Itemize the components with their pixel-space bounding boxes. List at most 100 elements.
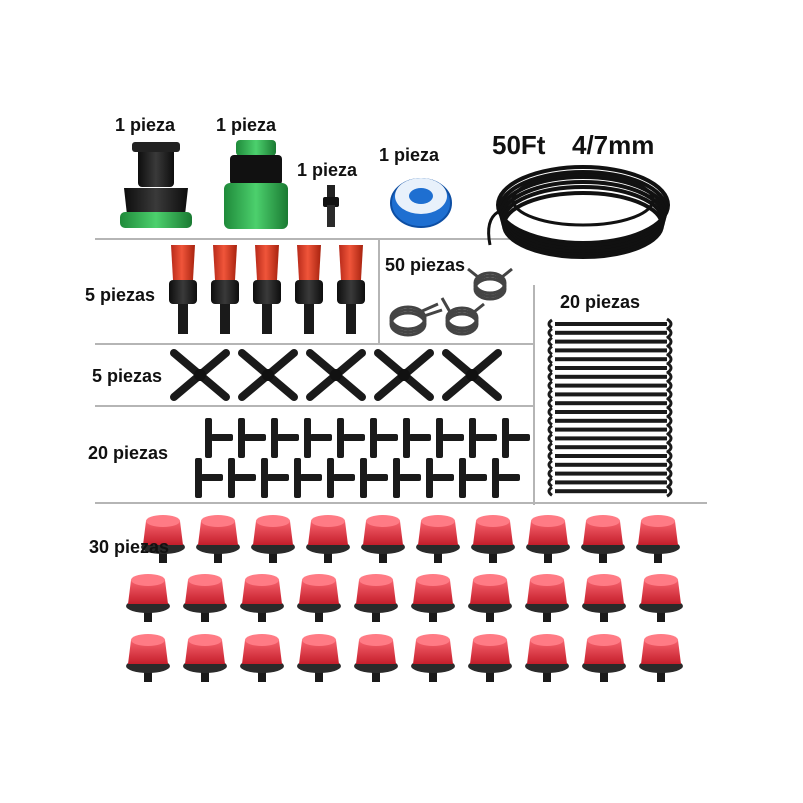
tubing-stake (547, 467, 673, 480)
dripper (183, 634, 227, 682)
dripper (582, 634, 626, 682)
tee-connector (294, 458, 322, 498)
label-tubing-length: 50Ft (492, 130, 546, 160)
tubing-stake (547, 484, 673, 498)
tubing-coil (487, 165, 670, 259)
tubing-stake (547, 476, 673, 489)
dripper (639, 574, 683, 622)
tubing-stake (547, 396, 673, 410)
label-tubing-size: 4/7mm (572, 130, 655, 160)
teflon-tape (390, 178, 452, 228)
dripper (525, 634, 569, 682)
dripper (240, 574, 284, 622)
tee-connector (469, 418, 497, 458)
tee-connector (426, 458, 454, 498)
cross-connectors (170, 349, 502, 401)
dripper (468, 574, 512, 622)
faucet-adapter (120, 142, 192, 228)
dripper (126, 634, 170, 682)
tubing-stake (547, 449, 673, 463)
tee-connectors (195, 418, 530, 498)
label-tape-qty: 1 pieza (379, 145, 440, 165)
sprayer (211, 245, 239, 334)
dripper (411, 634, 455, 682)
tee-connector (459, 458, 487, 498)
label-green-connector-qty: 1 pieza (216, 115, 277, 135)
cross-connector (170, 349, 230, 401)
tee-connector (436, 418, 464, 458)
dripper (306, 515, 350, 563)
tee-connector (228, 458, 256, 498)
tee-connector (403, 418, 431, 458)
label-tee-qty: 20 piezas (88, 443, 169, 463)
dripper (183, 574, 227, 622)
tubing-stakes (547, 317, 673, 498)
dripper (639, 634, 683, 682)
tee-connector (337, 418, 365, 458)
tee-connector (304, 418, 332, 458)
emitter-drippers (126, 515, 683, 682)
dripper (126, 574, 170, 622)
sprayer (253, 245, 281, 334)
tee-connector (370, 418, 398, 458)
cross-connector (374, 349, 434, 401)
label-stakes-qty: 20 piezas (560, 292, 641, 312)
dripper (354, 574, 398, 622)
sprayer (295, 245, 323, 334)
cross-connector (442, 349, 502, 401)
dripper (525, 574, 569, 622)
label-sprayers-qty: 5 piezas (85, 285, 156, 305)
tee-connector (360, 458, 388, 498)
dripper (411, 574, 455, 622)
sprayer (169, 245, 197, 334)
cross-connector (238, 349, 298, 401)
tee-connector (261, 458, 289, 498)
tubing-stake (547, 405, 673, 419)
dripper (468, 634, 512, 682)
hose-clamps (389, 267, 513, 337)
tubing-stake (547, 388, 673, 401)
tubing-stake (547, 440, 673, 454)
dripper (196, 515, 240, 563)
tubing-stake (547, 432, 673, 445)
tubing-stake (547, 361, 673, 375)
dripper (471, 515, 515, 563)
tubing-stake (547, 370, 673, 384)
sprayer (337, 245, 365, 334)
dripper (581, 515, 625, 563)
label-faucet-adapter-qty: 1 pieza (115, 115, 176, 135)
cross-connector (306, 349, 366, 401)
tubing-stake (547, 414, 673, 428)
dripper (354, 634, 398, 682)
adjustable-sprayers (169, 245, 365, 334)
dripper (526, 515, 570, 563)
dripper (416, 515, 460, 563)
label-clamps-qty: 50 piezas (385, 255, 466, 275)
tubing-stake (547, 352, 673, 366)
green-connector (224, 140, 288, 229)
dripper (141, 515, 185, 563)
separator-row-4 (95, 502, 707, 504)
dripper (636, 515, 680, 563)
label-cross-qty: 5 piezas (92, 366, 163, 386)
tubing-stake (547, 317, 673, 331)
dripper (582, 574, 626, 622)
separator-right-vertical (533, 285, 535, 505)
dripper (297, 574, 341, 622)
end-plug (323, 185, 339, 227)
tubing-stake (547, 423, 673, 436)
tee-connector (195, 458, 223, 498)
dripper (361, 515, 405, 563)
tee-connector (205, 418, 233, 458)
dripper (251, 515, 295, 563)
tubing-stake (547, 458, 673, 472)
tubing-stake (547, 379, 673, 392)
separator-vertical (378, 238, 380, 343)
label-plug-qty: 1 pieza (297, 160, 358, 180)
tee-connector (238, 418, 266, 458)
separator-row-1 (95, 238, 535, 240)
tubing-stake (547, 344, 673, 357)
dripper (240, 634, 284, 682)
tee-connector (502, 418, 530, 458)
